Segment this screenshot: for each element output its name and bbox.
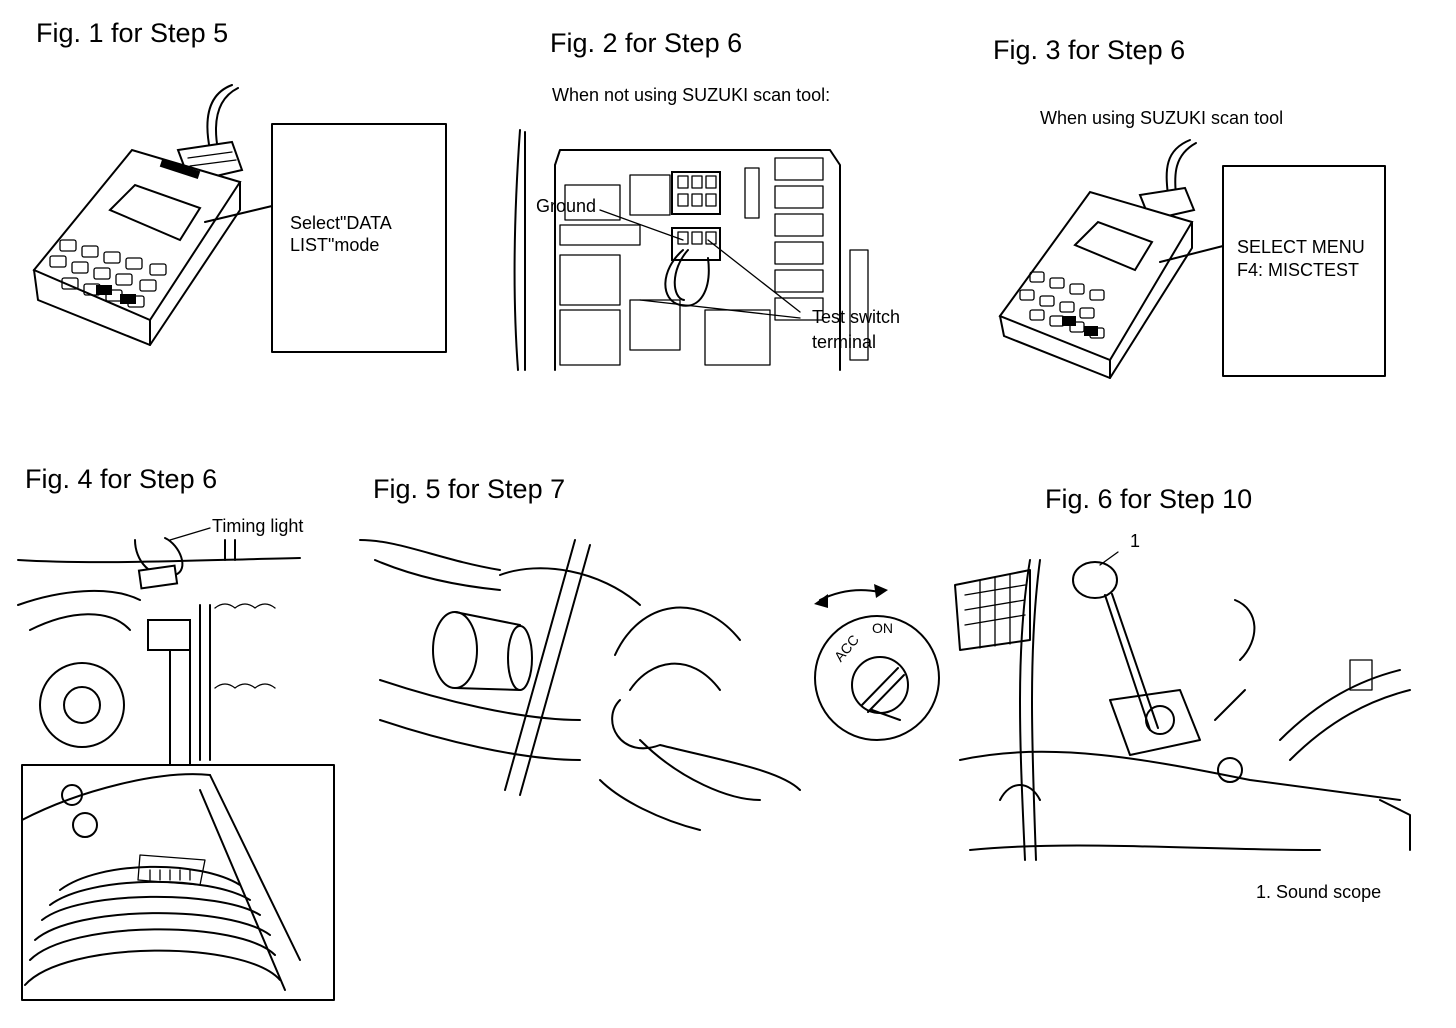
fig2-test-switch-label-1: Test switch [812, 307, 901, 327]
fig2-subtitle: When not using SUZUKI scan tool: [552, 85, 831, 105]
fig2-ground-label: Ground [536, 196, 597, 216]
fig6-title: Fig. 6 for Step 10 [1045, 484, 1253, 514]
fig2-title: Fig. 2 for Step 6 [550, 28, 743, 58]
fig1-box-line2: LIST"mode [290, 235, 380, 255]
fig3-subtitle: When using SUZUKI scan tool [1040, 108, 1284, 128]
fig3-box-line1: SELECT MENU [1237, 237, 1365, 257]
fig3-box-line2: F4: MISCTEST [1237, 260, 1360, 280]
fig5-title: Fig. 5 for Step 7 [373, 474, 566, 504]
fig1-title: Fig. 1 for Step 5 [36, 18, 229, 48]
fig4-title: Fig. 4 for Step 6 [25, 464, 218, 494]
fig2-test-switch-label-2: terminal [812, 332, 877, 352]
fig6-legend: 1. Sound scope [1256, 882, 1382, 902]
fig4-timing-light-label: Timing light [212, 516, 304, 536]
fig6-callout-1: 1 [1130, 531, 1141, 551]
fig3-title: Fig. 3 for Step 6 [993, 35, 1186, 65]
fig5-key-on: ON [872, 620, 893, 636]
fig1-box-line1: Select"DATA [290, 213, 392, 233]
